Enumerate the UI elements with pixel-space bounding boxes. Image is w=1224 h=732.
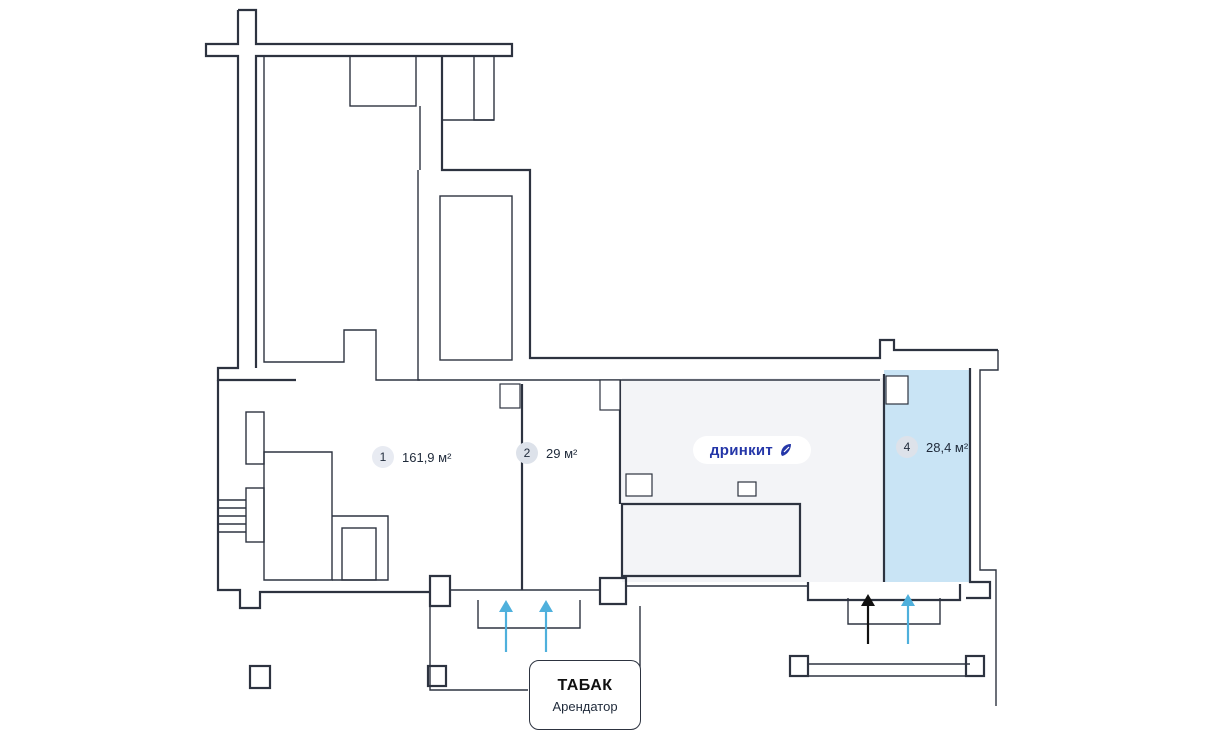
room-area: 161,9 м² — [402, 449, 452, 465]
tenant-subtitle: Арендатор — [552, 698, 618, 714]
pillar-2 — [426, 664, 448, 688]
tenant-title: ТАБАК — [557, 676, 613, 694]
wc-fixture-4 — [885, 375, 909, 405]
wc-fixture-1 — [499, 383, 521, 409]
wall-south-pier-2 — [806, 582, 962, 602]
wall-east-outer — [979, 350, 999, 706]
room-number-badge: 4 — [896, 436, 918, 458]
wall-central-column — [440, 56, 998, 360]
room-alcove-mid — [439, 195, 513, 361]
drinkit-brand-label: дринкит — [693, 436, 811, 464]
porch-1 — [477, 600, 581, 629]
wall-east — [966, 368, 992, 600]
tenant-sign: ТАБАК Арендатор — [529, 660, 641, 730]
wc-fixture-3 — [625, 473, 653, 497]
drinkit-logo-icon — [781, 444, 792, 456]
room-west-lower — [245, 487, 265, 543]
room-kitchen — [620, 502, 802, 578]
stairs — [218, 499, 246, 533]
porch-2 — [847, 598, 941, 625]
pillar-3 — [788, 654, 810, 678]
room-west-small — [245, 411, 265, 465]
room-number-badge: 2 — [516, 442, 538, 464]
room-area: 28,4 м² — [926, 439, 969, 455]
wall-inner-left — [263, 56, 420, 381]
entrance-arrow-blue-3 — [901, 594, 915, 644]
wall-west — [216, 380, 430, 610]
wall-central-inner — [417, 170, 880, 381]
wall-north-wing — [238, 8, 514, 368]
wc-fixture-2 — [599, 379, 621, 411]
room-2-label[interactable]: 2 29 м² — [516, 442, 577, 464]
room-alcove-top — [349, 55, 417, 107]
wall-shaft — [473, 56, 495, 121]
entrance-arrow-blue-1 — [499, 600, 513, 652]
brand-name: дринкит — [709, 441, 774, 459]
wall-south-pier — [598, 576, 628, 606]
pillar-4 — [964, 654, 986, 678]
room-area: 29 м² — [546, 445, 578, 461]
entrance-arrow-black — [861, 594, 875, 644]
wall-north-wing-left — [204, 10, 296, 382]
kitchen-counter — [737, 481, 757, 497]
drinkit-area-fill — [622, 378, 884, 582]
room-4-label[interactable]: 4 28,4 м² — [896, 436, 968, 458]
pillar-1 — [248, 664, 272, 690]
room-west-office — [263, 451, 333, 581]
room-west-storage — [332, 515, 389, 581]
wall-corridor — [419, 106, 494, 170]
steps-east — [808, 663, 970, 677]
room-west-storage-inner — [341, 527, 377, 581]
room-1-label[interactable]: 1 161,9 м² — [372, 446, 451, 468]
room-number-badge: 1 — [372, 446, 394, 468]
wall-south — [428, 574, 452, 608]
entrance-arrow-blue-2 — [539, 600, 553, 652]
room-4-fill — [884, 370, 970, 582]
